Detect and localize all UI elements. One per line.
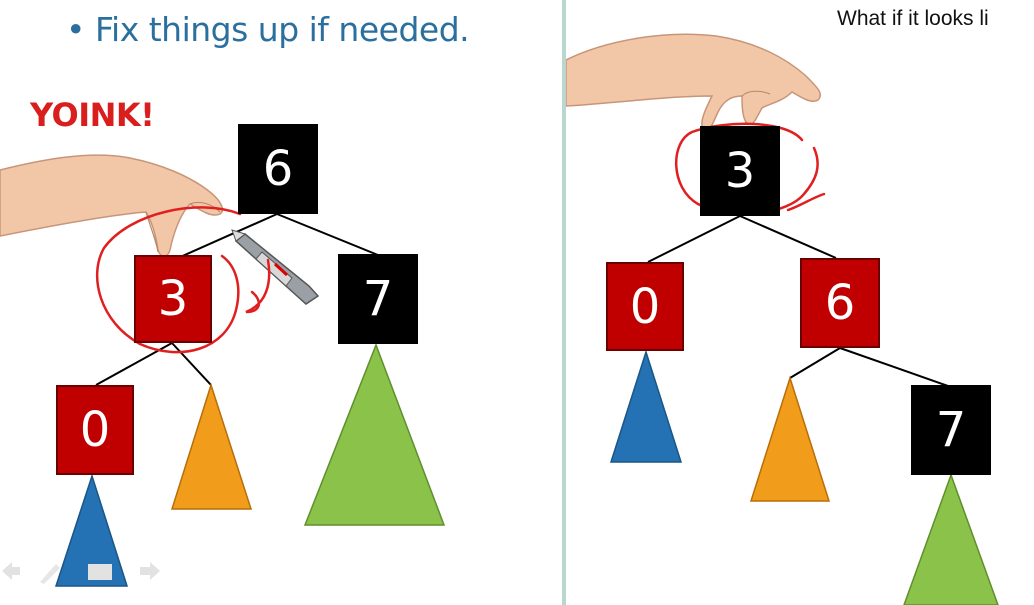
tree-node-6: 6: [800, 258, 880, 348]
node-value: 6: [262, 141, 294, 197]
tree-node-3: 3: [700, 126, 780, 216]
hand-illustration: [566, 33, 822, 132]
left-slide-panel: • Fix things up if needed. YOINK! 6 3 7 …: [0, 10, 470, 587]
node-value: 0: [629, 278, 661, 335]
slide-nav-controls[interactable]: [0, 556, 170, 586]
edge-6-7: [839, 347, 949, 387]
node-value: 3: [724, 143, 756, 199]
orange-subtree-triangle: [749, 375, 831, 502]
slide-caption: What if it looks li: [837, 7, 989, 30]
left-tree-edges-and-subtrees: [0, 154, 446, 587]
yoink-exclamation: YOINK!: [30, 96, 155, 134]
pen-tool-icon: [40, 564, 60, 584]
node-value: 6: [824, 275, 856, 331]
blue-subtree-triangle: [609, 349, 683, 463]
green-subtree-triangle: [903, 472, 999, 605]
marker-pen-illustration: [231, 229, 320, 305]
hand-illustration: [0, 154, 224, 257]
tree-node-7: 7: [338, 254, 418, 344]
edge-6-7: [276, 213, 379, 256]
tree-node-6: 6: [238, 124, 318, 214]
next-slide-icon: [140, 562, 160, 580]
edge-6-orange: [789, 347, 841, 379]
edge-6-3: [177, 213, 278, 259]
green-subtree-triangle: [303, 342, 446, 526]
edge-3-0: [95, 342, 173, 386]
slide-menu-icon: [88, 564, 112, 580]
node-value: 7: [935, 402, 967, 458]
red-annotation-circle: [96, 206, 271, 354]
node-value: 3: [157, 271, 189, 327]
tree-node-3: 3: [134, 255, 212, 343]
bullet-text: • Fix things up if needed.: [66, 10, 470, 49]
right-tree-edges-and-subtrees: [566, 33, 999, 605]
orange-subtree-triangle: [170, 382, 253, 510]
edge-3-6: [739, 215, 837, 259]
prev-slide-icon: [2, 562, 20, 580]
tree-node-0: 0: [606, 262, 684, 351]
tree-node-7: 7: [911, 385, 991, 475]
right-slide-panel: What if it looks li 3 0 6 7: [566, 0, 1034, 605]
blue-subtree-triangle: [54, 473, 129, 587]
edge-3-orange: [171, 342, 212, 386]
node-value: 7: [362, 271, 394, 327]
node-value: 0: [79, 402, 111, 458]
panel-divider: [562, 0, 566, 605]
tree-node-0: 0: [56, 385, 134, 475]
edge-3-0: [647, 215, 741, 263]
red-annotation-circle: [674, 122, 826, 216]
